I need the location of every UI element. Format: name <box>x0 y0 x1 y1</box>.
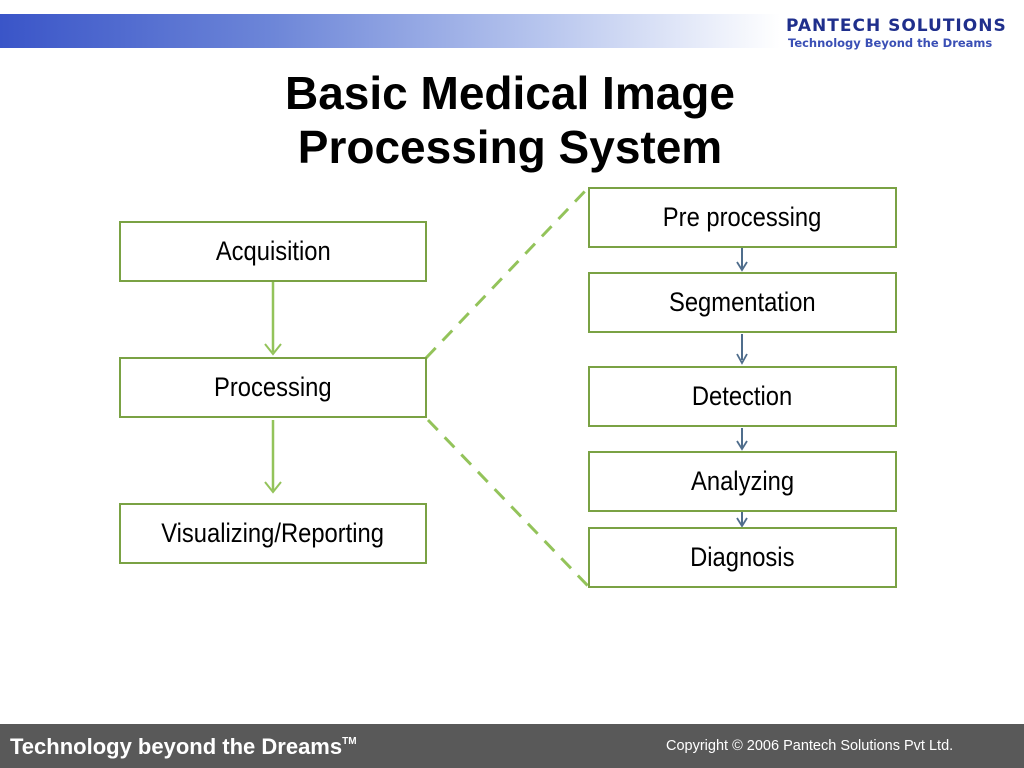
zoom-line-top <box>424 186 590 360</box>
arrow-preprocessing-to-segmentation <box>736 248 748 272</box>
step-processing-label: Processing <box>214 372 332 402</box>
company-logo: PANTECH SOLUTIONS Technology Beyond the … <box>786 16 1022 56</box>
title-line-2: Processing System <box>297 121 723 173</box>
substep-pre-processing: Pre processing <box>588 187 897 248</box>
footer-tagline: Technology beyond the DreamsTM <box>10 734 357 760</box>
zoom-line-bottom <box>426 418 590 588</box>
logo-name: PANTECH SOLUTIONS <box>786 16 1007 36</box>
title-line-1: Basic Medical Image <box>285 67 735 119</box>
substep-diagnosis: Diagnosis <box>588 527 897 588</box>
substep-analyzing-label: Analyzing <box>690 466 795 496</box>
logo-tagline: Technology Beyond the Dreams <box>788 36 993 50</box>
footer-bar: Technology beyond the DreamsTM Copyright… <box>0 724 1024 768</box>
substep-segmentation: Segmentation <box>588 272 897 333</box>
arrow-detection-to-analyzing <box>736 428 748 451</box>
slide-title: Basic Medical Image Processing System <box>190 66 830 174</box>
step-visualizing-reporting-label: Visualizing/Reporting <box>161 518 385 548</box>
step-acquisition: Acquisition <box>119 221 427 282</box>
step-visualizing-reporting: Visualizing/Reporting <box>119 503 427 564</box>
trademark-symbol: TM <box>342 736 357 747</box>
arrow-processing-to-visualizing <box>264 420 282 494</box>
step-processing: Processing <box>119 357 427 418</box>
substep-segmentation-label: Segmentation <box>669 287 816 317</box>
footer-copyright: Copyright © 2006 Pantech Solutions Pvt L… <box>666 738 954 754</box>
arrow-acquisition-to-processing <box>264 282 282 356</box>
arrow-segmentation-to-detection <box>736 334 748 365</box>
substep-analyzing: Analyzing <box>588 451 897 512</box>
substep-detection-label: Detection <box>692 381 793 411</box>
step-acquisition-label: Acquisition <box>215 236 331 266</box>
substep-diagnosis-label: Diagnosis <box>690 542 795 572</box>
arrow-analyzing-to-diagnosis <box>736 512 748 528</box>
footer-tagline-text: Technology beyond the Dreams <box>10 734 343 759</box>
substep-pre-processing-label: Pre processing <box>663 202 822 232</box>
substep-detection: Detection <box>588 366 897 427</box>
header-band <box>0 14 780 48</box>
